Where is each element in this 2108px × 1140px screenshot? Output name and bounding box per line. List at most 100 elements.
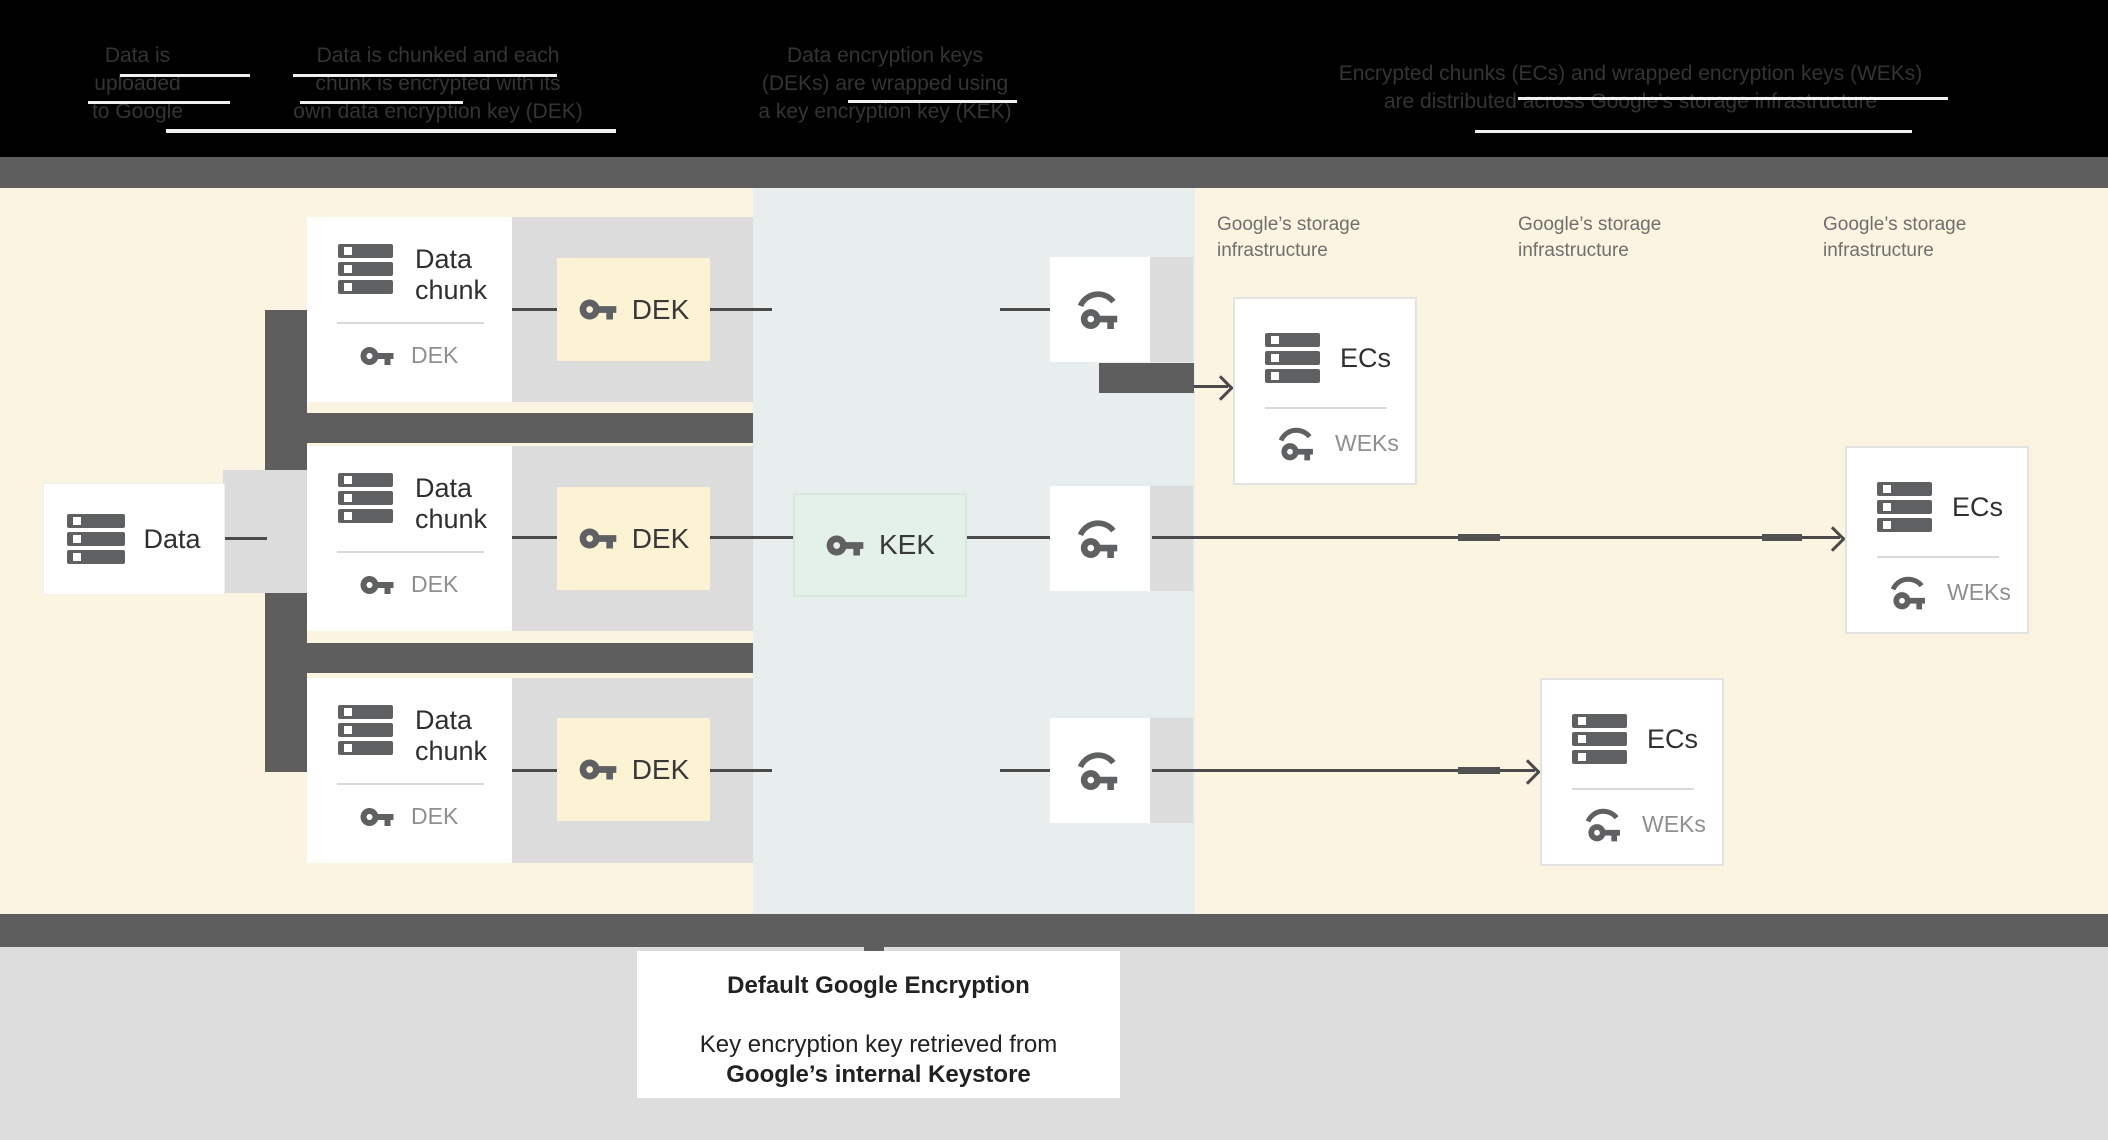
data-stack-icon (67, 514, 126, 564)
kek-label: KEK (878, 529, 936, 560)
data-label: Data (143, 523, 201, 554)
header-underline (88, 101, 230, 104)
connector-line (512, 536, 557, 539)
header-step-1-line: uploaded (94, 72, 181, 95)
wrapped-key-icon (1077, 520, 1118, 558)
divider (337, 322, 484, 324)
header-underline (300, 101, 463, 104)
header-underline (293, 74, 557, 77)
weks-label: WEKs (1335, 430, 1399, 456)
header-step-3: Data encryption keys (DEKs) are wrapped … (740, 42, 1030, 126)
arrow-line (1194, 385, 1228, 388)
weks-label: WEKs (1642, 811, 1706, 837)
header-step-3-line: (DEKs) are wrapped using (761, 72, 1009, 95)
bottom-divider-bar (0, 914, 2108, 947)
chunk-dek-label: DEK (411, 571, 459, 597)
kek-box: KEK (793, 493, 967, 597)
data-chunk-label: Data chunk (415, 473, 488, 534)
data-strip (223, 470, 307, 593)
ecs-box: ECs WEKs (1845, 446, 2029, 634)
ecs-label: ECs (1340, 342, 1392, 373)
header-underline (1518, 97, 1948, 100)
divider (1572, 788, 1694, 790)
data-chunk-box: Data chunk DEK (307, 678, 512, 863)
key-icon (826, 535, 864, 555)
connector-line (710, 536, 793, 539)
caption-connector (864, 944, 884, 952)
data-stack-icon (338, 244, 393, 294)
arrow-line (1152, 769, 1535, 772)
key-icon (579, 528, 617, 549)
header-step-2-line: chunk is encrypted with its (315, 72, 561, 95)
thick-arrow-bar (1099, 363, 1194, 393)
dek-label: DEK (631, 522, 690, 554)
header-underline (166, 129, 616, 133)
header-step-1-line: Data is (104, 44, 171, 67)
connector-line (967, 536, 1050, 539)
key-icon (579, 759, 617, 780)
split-band (265, 413, 753, 443)
data-chunk-box: Data chunk DEK (307, 217, 512, 402)
connector-line (512, 769, 557, 772)
header-step-4-line: Encrypted chunks (ECs) and wrapped encry… (1338, 62, 1923, 85)
divider (337, 783, 484, 785)
caption-title: Default Google Encryption (727, 972, 1030, 999)
divider (1265, 407, 1387, 409)
wrapped-key-icon (1278, 427, 1313, 461)
header-step-3-line: Data encryption keys (786, 44, 984, 67)
arrow-dash (1762, 534, 1802, 541)
connector-line (1000, 769, 1050, 772)
data-chunk-label: Data chunk (415, 244, 488, 305)
data-stack-icon (1877, 482, 1932, 532)
data-stack-icon (338, 473, 393, 523)
caption-line: Google’s internal Keystore (726, 1061, 1031, 1088)
header-underline (1475, 130, 1912, 133)
storage-infrastructure-label: Google’s storage infrastructure (1217, 214, 1361, 261)
header-step-1: Data is uploaded to Google (50, 42, 225, 126)
dek-label: DEK (631, 753, 690, 785)
data-box: Data (43, 483, 225, 595)
header-step-4: Encrypted chunks (ECs) and wrapped encry… (1298, 60, 1963, 116)
connector-line (710, 308, 772, 311)
wrapped-key-icon (1077, 291, 1118, 329)
chunk-dek-label: DEK (411, 803, 459, 829)
header-underline (120, 74, 250, 77)
wrapped-key-icon (1890, 576, 1925, 610)
chunk-dek-label: DEK (411, 342, 459, 368)
caption-box: Default Google Encryption Key encryption… (637, 951, 1120, 1098)
wrapped-key-icon (1077, 752, 1118, 790)
data-stack-icon (1572, 714, 1627, 764)
header-step-1-line: to Google (91, 100, 184, 123)
data-stack-icon (1265, 333, 1320, 383)
divider (1877, 556, 1999, 558)
connector-line (512, 308, 557, 311)
ecs-box: ECs WEKs (1540, 678, 1724, 866)
header-step-4-line: are distributed across Google’s storage … (1383, 90, 1878, 113)
ecs-label: ECs (1952, 491, 2004, 522)
dek-box: DEK (557, 258, 710, 361)
header-underline (848, 100, 1017, 103)
data-stack-icon (338, 705, 393, 755)
header-step-2: Data is chunked and each chunk is encryp… (268, 42, 608, 126)
data-chunk-label: Data chunk (415, 705, 488, 766)
arrow-dash (1458, 534, 1500, 541)
storage-infrastructure-label: Google’s storage infrastructure (1518, 214, 1662, 261)
header-step-2-line: own data encryption key (DEK) (293, 100, 583, 123)
divider (337, 551, 484, 553)
top-divider-bar (0, 157, 2108, 188)
wrapped-key-box (1050, 257, 1150, 362)
split-band (265, 643, 753, 673)
header-step-3-line: a key encryption key (KEK) (758, 100, 1012, 123)
wrapped-key-box (1050, 718, 1150, 823)
key-icon (579, 299, 617, 320)
data-chunk-box: Data chunk DEK (307, 446, 512, 631)
dek-label: DEK (631, 293, 690, 325)
header-step-2-line: Data is chunked and each (316, 44, 560, 67)
connector-line (710, 769, 772, 772)
dek-box: DEK (557, 487, 710, 590)
connector-line (1000, 308, 1050, 311)
key-icon (360, 575, 394, 594)
connector-line (223, 537, 267, 540)
wrapped-key-strip (1150, 257, 1193, 362)
